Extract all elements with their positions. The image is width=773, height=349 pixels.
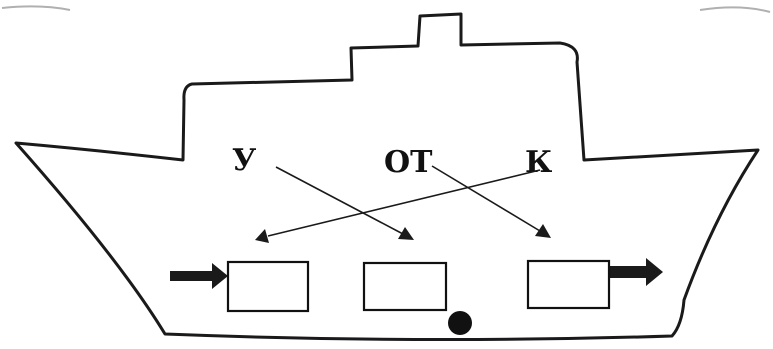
letter-u: У: [232, 143, 257, 178]
box-1: [226, 260, 310, 313]
exit-arrow: [609, 258, 663, 286]
scan-edge-left: [1, 5, 71, 11]
arrow-k-to-box-1: [255, 169, 541, 243]
porthole-dot: [448, 311, 472, 335]
box-2: [362, 261, 448, 312]
box-3: [526, 259, 611, 310]
entry-arrow: [170, 263, 228, 289]
letter-ot: ОТ: [384, 145, 433, 180]
arrow-ot-to-box-3: [431, 165, 551, 238]
letter-k: К: [525, 145, 552, 180]
arrow-u-to-box-2: [275, 166, 414, 240]
scan-edge-right: [699, 6, 771, 13]
ship-outline: [14, 12, 760, 342]
